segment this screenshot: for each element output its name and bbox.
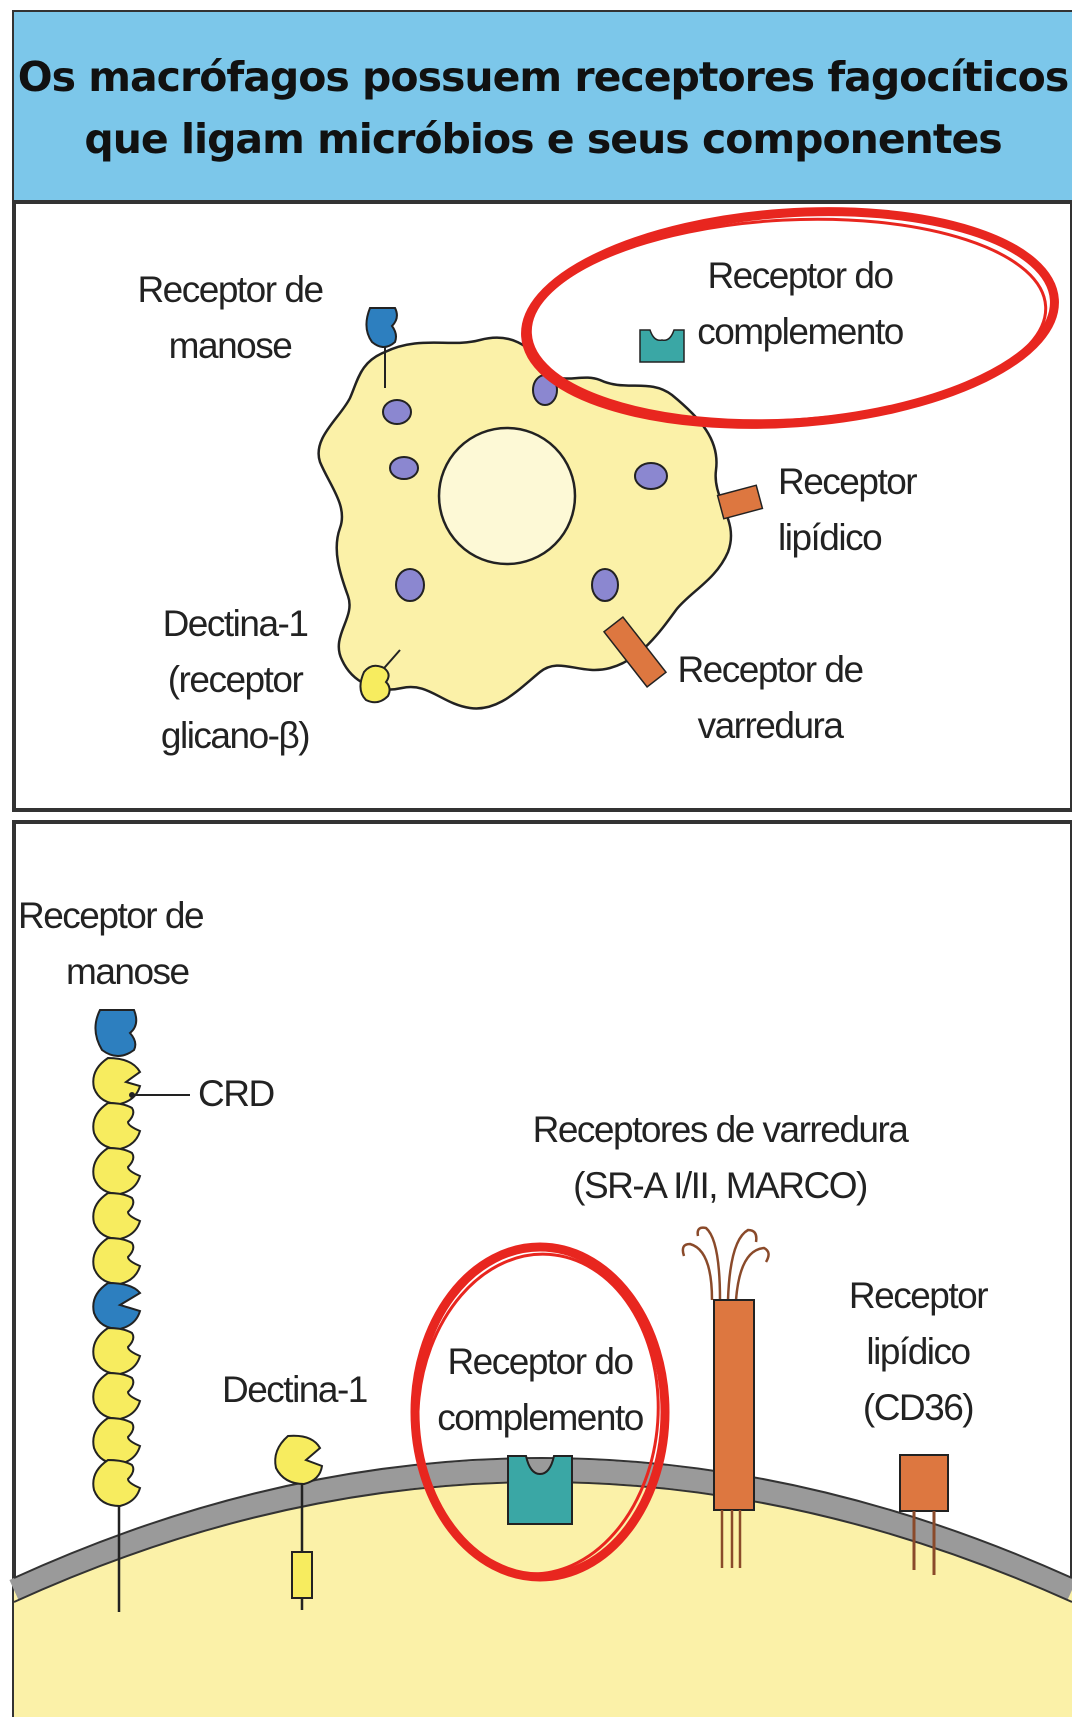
highlight-circle-bottom-rough (416, 1252, 660, 1576)
label-dectin-top: Dectina-1 (receptor glicano-β) (160, 603, 311, 756)
scavenger-receptor-bottom (713, 1299, 755, 1511)
cell-body (14, 1470, 1072, 1717)
plasma-membrane-edge-outer (13, 1457, 1072, 1579)
title-line-1: Os macrófagos possuem receptores fagocít… (17, 53, 1069, 101)
lipid-receptor-top (716, 484, 764, 520)
dectin-top (359, 664, 391, 704)
nucleus (437, 426, 577, 566)
granule (389, 456, 419, 480)
title-line-2: que ligam micróbios e seus componentes (84, 115, 1002, 163)
mannose-receptor-cap (94, 1009, 138, 1057)
crd-domain (92, 1236, 142, 1286)
crd-domain (92, 1326, 142, 1376)
label-scavenger-top: Receptor de varredura (677, 649, 864, 746)
figure-title: Os macrófagos possuem receptores fagocít… (14, 14, 1072, 202)
crd-domain (92, 1191, 142, 1241)
dectin-transmembrane (291, 1551, 313, 1599)
highlight-circle-top (521, 207, 1059, 429)
label-complement-bottom: Receptor do complemento (437, 1341, 644, 1438)
crd-domain (92, 1101, 142, 1151)
granule (634, 462, 668, 490)
crd-domain (92, 1458, 142, 1508)
lipid-receptor-bottom (899, 1454, 949, 1512)
crd-domain (92, 1146, 142, 1196)
scavenger-fibrils (681, 1226, 770, 1301)
dectin-head (274, 1434, 324, 1486)
granule (382, 399, 412, 425)
label-complement-top: Receptor do complemento (697, 255, 904, 352)
scavenger-receptor-top (602, 615, 668, 689)
crd-domain-chain (92, 1056, 142, 1508)
label-mannose-top: Receptor de manose (137, 269, 324, 366)
label-scavengers-bottom: Receptores de varredura (SR-A I/II, MARC… (532, 1109, 909, 1206)
plasma-membrane (9, 1459, 1072, 1601)
crd-domain (92, 1416, 142, 1466)
highlight-circle-top-rough (528, 217, 1048, 423)
highlight-circle-bottom (410, 1242, 670, 1582)
label-mannose-bottom: Receptor de manose (18, 895, 205, 992)
label-crd: CRD (198, 1073, 275, 1114)
label-dectin-bottom: Dectina-1 (222, 1369, 368, 1410)
complement-receptor-top (639, 329, 685, 363)
mannose-receptor-top (365, 307, 398, 348)
label-lipid-bottom: Receptor lipídico (CD36) (848, 1275, 989, 1428)
header-band (14, 12, 1072, 202)
scavenger-tails (720, 1510, 742, 1568)
crd-domain (92, 1371, 142, 1421)
granule (591, 568, 619, 602)
complement-receptor-bottom (507, 1455, 573, 1525)
label-lipid-top: Receptor lipídico (778, 461, 918, 558)
granule (395, 568, 425, 602)
